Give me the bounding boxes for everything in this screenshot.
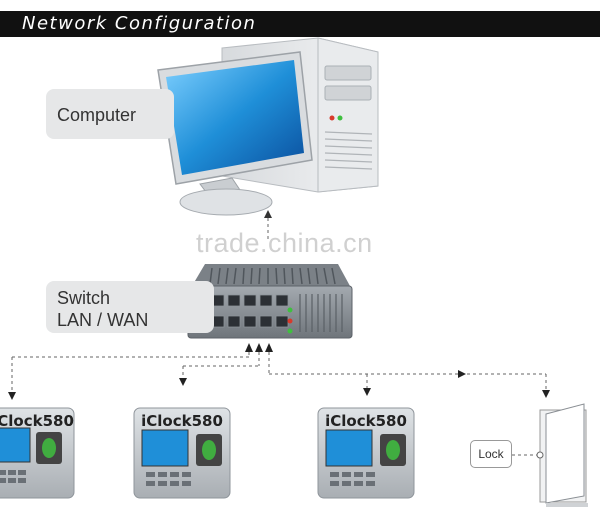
lock-label: Lock [470,440,512,468]
switch-label-line1: Switch [57,288,111,308]
monitor-icon [157,51,313,216]
door-icon [536,403,588,507]
switch-label: Switch LAN / WAN [46,281,214,333]
switch-downlink-arrows [245,343,273,352]
uplink-arrow-icon [264,210,272,240]
iclock-device-3-icon [317,407,415,499]
iclock-device-1-icon [0,407,75,499]
title-bar [0,11,600,37]
device-3-name: iClock580 [325,412,407,430]
iclock-device-2-icon [133,407,231,499]
watermark: trade.china.cn [196,228,373,258]
device-2-name: iClock580 [141,412,223,430]
computer-label-text: Computer [57,105,137,125]
page-title: Network Configuration [22,13,257,34]
device-1-name: iClock580 [0,412,74,430]
link-arrowheads [8,370,550,400]
switch-label-line2: LAN / WAN [57,310,149,330]
computer-label: Computer [46,89,174,139]
network-switch-icon [187,264,353,339]
network-links [11,352,547,456]
